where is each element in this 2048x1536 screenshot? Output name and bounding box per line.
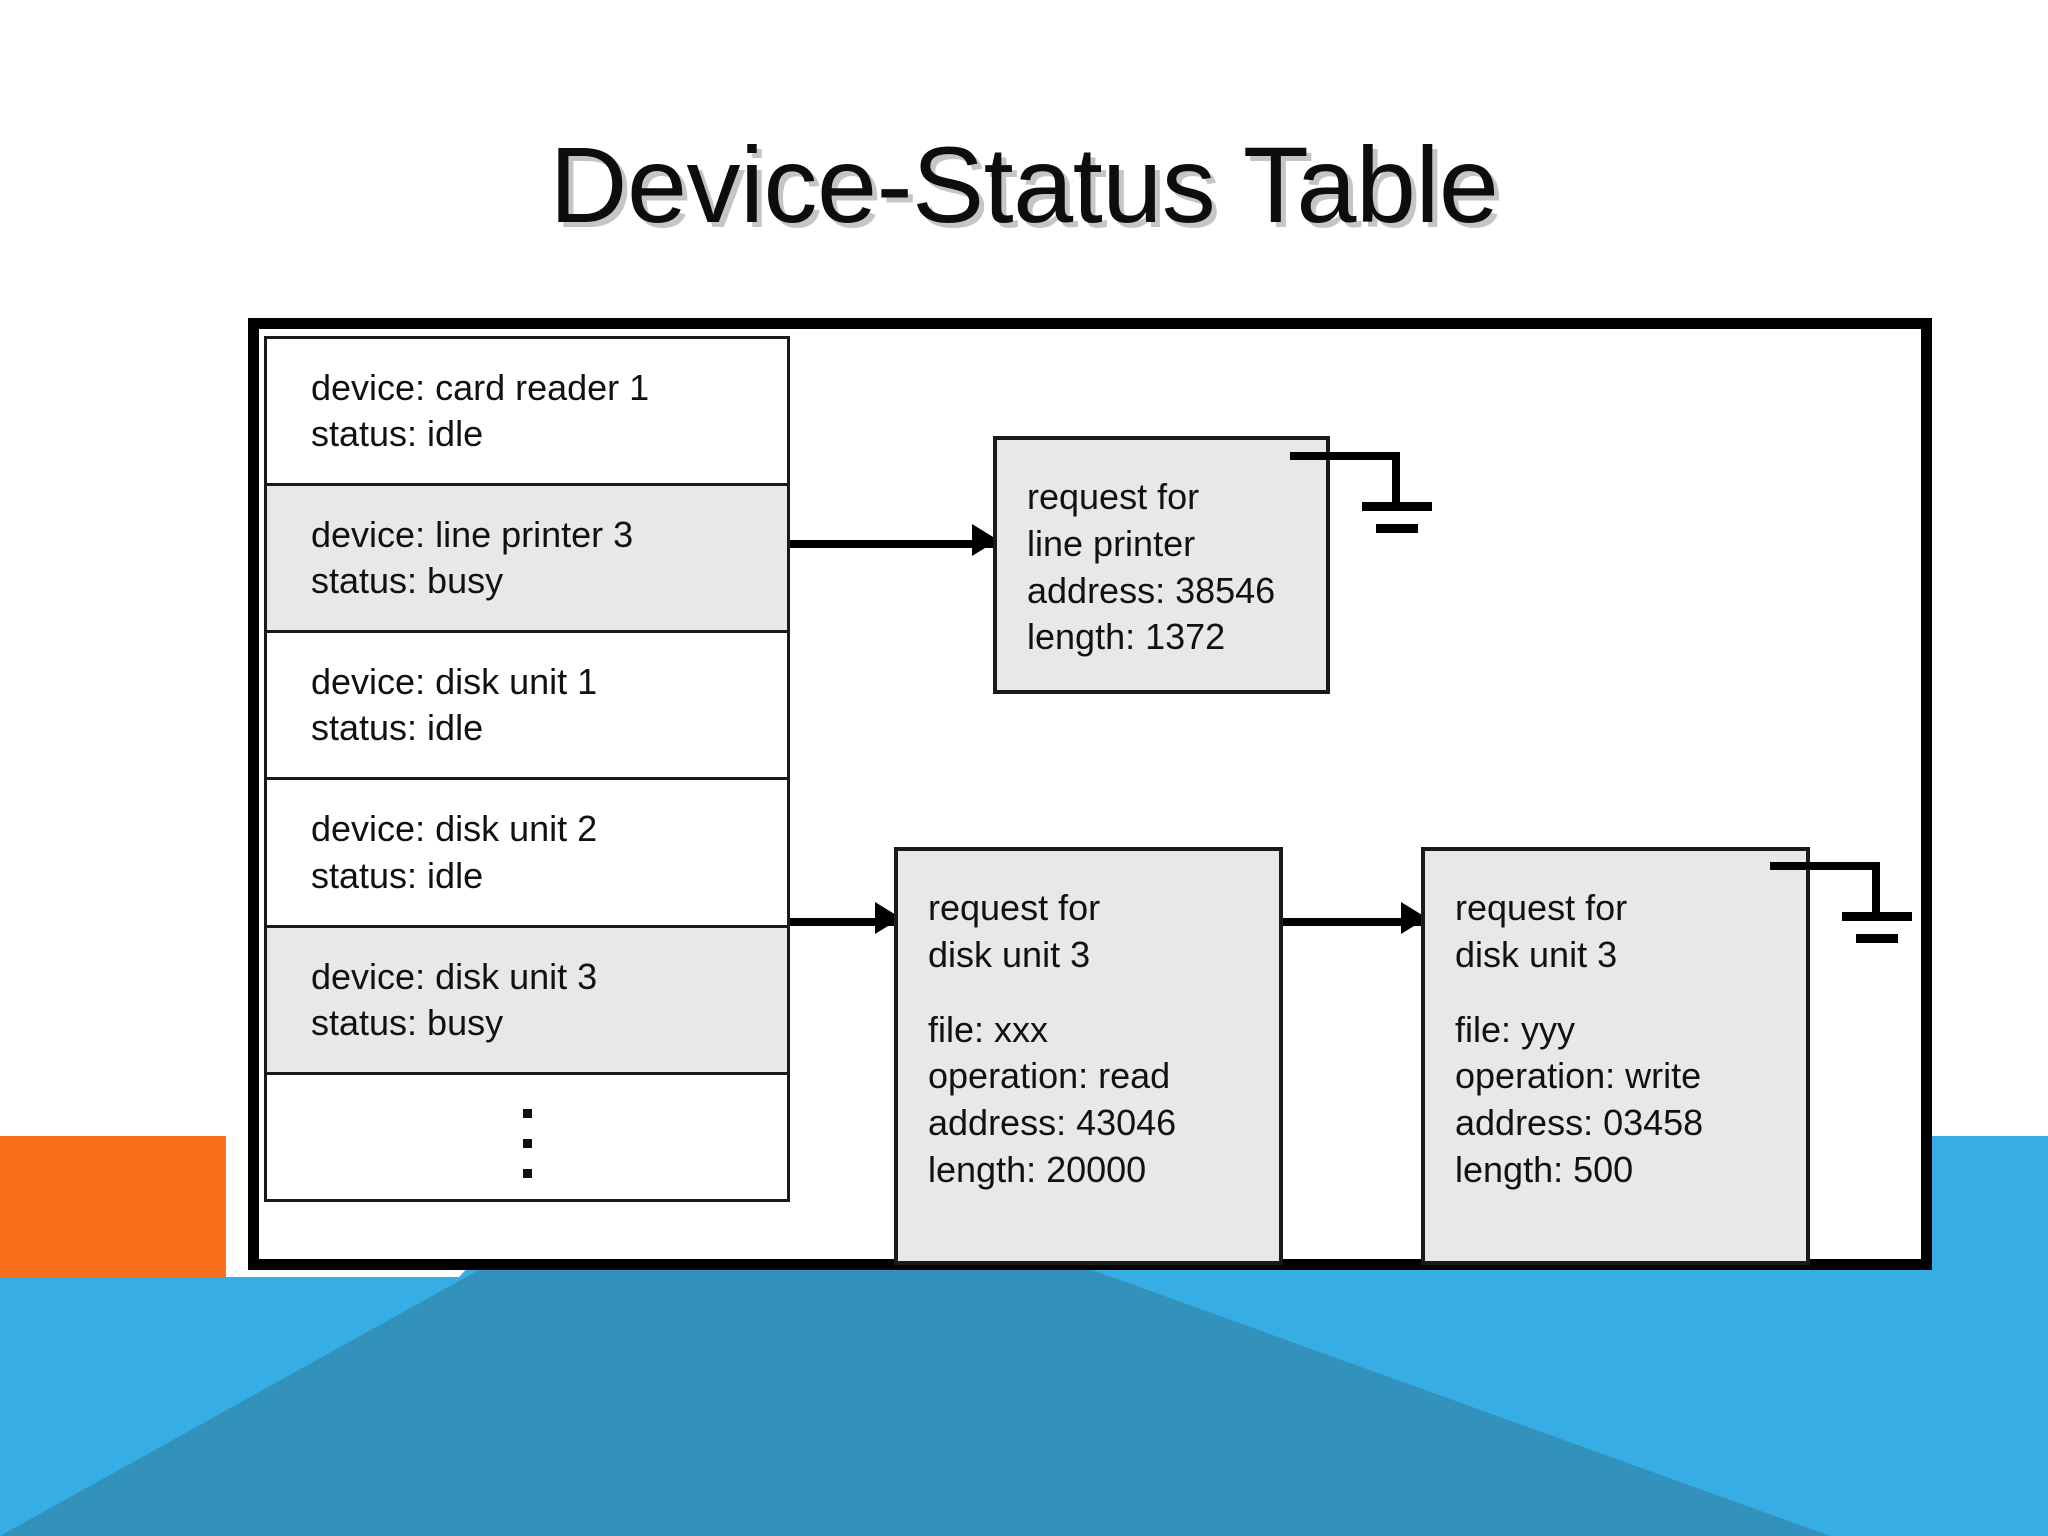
request-address: address: 38546 bbox=[1027, 569, 1276, 611]
table-row[interactable]: device: disk unit 2 status: idle bbox=[267, 780, 787, 928]
row-status-label: status: busy bbox=[311, 1001, 504, 1043]
row-status-label: status: busy bbox=[311, 560, 504, 602]
request-box-disk-unit-3-write[interactable]: request for disk unit 3 file: yyy operat… bbox=[1421, 847, 1810, 1265]
orange-block bbox=[0, 1136, 226, 1536]
row-device-label: device: card reader 1 bbox=[311, 367, 650, 408]
request-address: address: 03458 bbox=[1455, 1102, 1704, 1144]
request-title-line-2: disk unit 3 bbox=[928, 933, 1091, 975]
row-device-label: device: line printer 3 bbox=[311, 514, 634, 556]
request-address: address: 43046 bbox=[928, 1102, 1177, 1144]
connector-line-printer bbox=[758, 540, 1006, 548]
device-status-table: device: card reader 1 status: idle devic… bbox=[264, 336, 790, 1202]
row-status-label: status: idle bbox=[311, 413, 484, 455]
request-title-line-1: request for bbox=[1027, 476, 1200, 517]
request-operation: operation: read bbox=[928, 1055, 1171, 1097]
table-row-ellipsis bbox=[267, 1074, 787, 1199]
request-file: file: yyy bbox=[1455, 1008, 1576, 1050]
request-spacer bbox=[928, 979, 1279, 1007]
vertical-ellipsis-icon bbox=[522, 1108, 532, 1178]
request-title-line-1: request for bbox=[928, 887, 1101, 928]
request-box-disk-unit-3-read[interactable]: request for disk unit 3 file: xxx operat… bbox=[894, 847, 1283, 1265]
page-title: Device-Status Table bbox=[549, 124, 1500, 245]
table-row[interactable]: device: disk unit 1 status: idle bbox=[267, 633, 787, 781]
table-row[interactable]: device: disk unit 3 status: busy bbox=[267, 927, 787, 1075]
row-device-label: device: disk unit 1 bbox=[311, 661, 598, 703]
request-length: length: 20000 bbox=[928, 1148, 1147, 1190]
row-status-label: status: idle bbox=[311, 707, 484, 749]
request-box-line-printer[interactable]: request for line printer address: 38546 … bbox=[993, 436, 1330, 694]
request-operation: operation: write bbox=[1455, 1055, 1702, 1097]
null-pointer-ground-icon bbox=[1290, 452, 1470, 552]
row-device-label: device: disk unit 3 bbox=[311, 955, 598, 997]
request-title-line-1: request for bbox=[1455, 887, 1628, 928]
row-status-label: status: idle bbox=[311, 854, 484, 896]
row-device-label: device: disk unit 2 bbox=[311, 808, 598, 850]
table-row[interactable]: device: line printer 3 status: busy bbox=[267, 486, 787, 634]
blue-band bbox=[0, 1277, 2048, 1536]
request-length: length: 1372 bbox=[1027, 616, 1226, 658]
connector-disk-unit-3 bbox=[758, 918, 908, 926]
connector-disk-request-chain bbox=[1256, 918, 1436, 926]
request-file: file: xxx bbox=[928, 1008, 1049, 1050]
request-length: length: 500 bbox=[1455, 1148, 1634, 1190]
request-title-line-2: disk unit 3 bbox=[1455, 933, 1618, 975]
request-title-line-2: line printer bbox=[1027, 522, 1196, 564]
request-spacer bbox=[1455, 979, 1806, 1007]
null-pointer-ground-icon bbox=[1770, 862, 1950, 962]
table-row[interactable]: device: card reader 1 status: idle bbox=[267, 339, 787, 487]
